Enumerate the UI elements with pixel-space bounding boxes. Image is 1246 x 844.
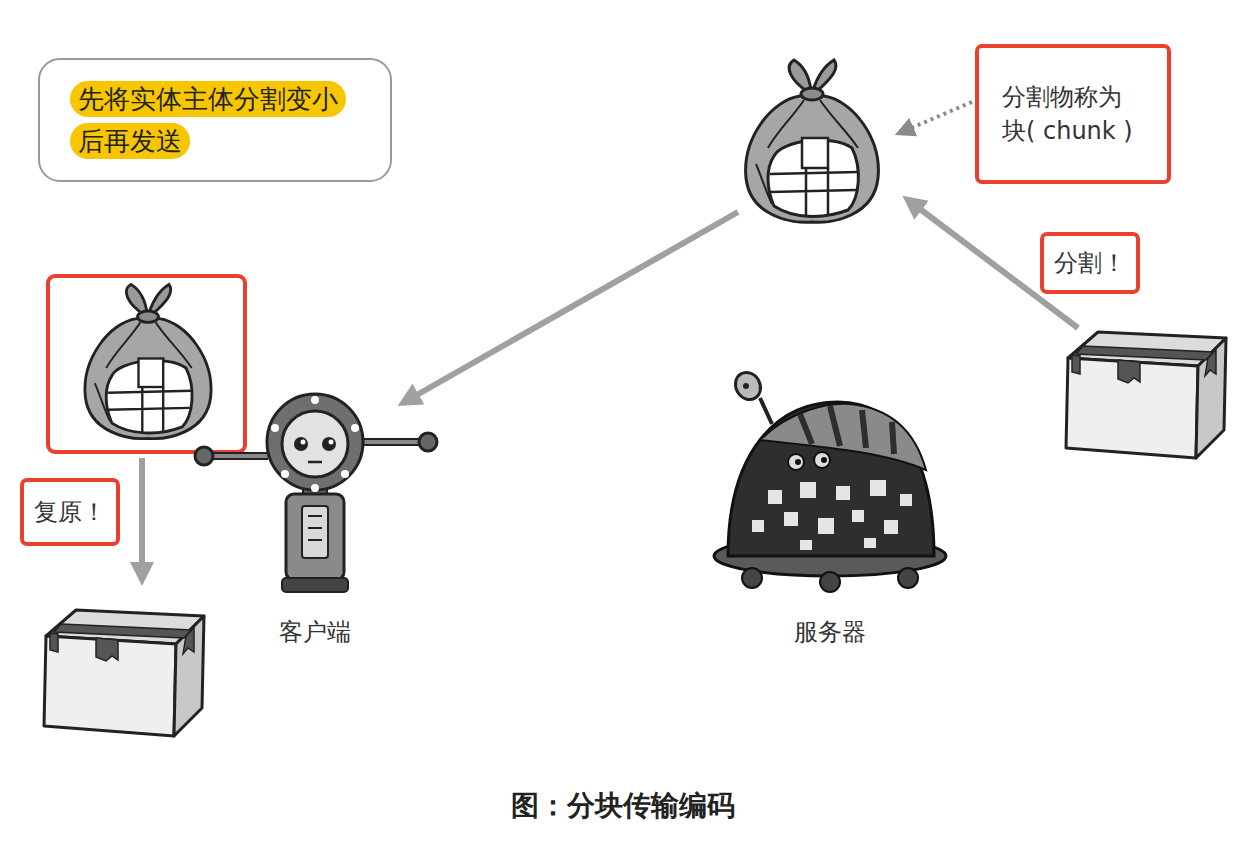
client-label: 客户端	[279, 616, 351, 648]
server-robot	[714, 368, 946, 592]
chunk-bundle	[85, 284, 211, 438]
callout-text: 先将实体主体分割变小 后再发送	[70, 78, 360, 162]
split-callout: 分割！	[1040, 232, 1140, 294]
figure-caption: 图：分块传输编码	[511, 787, 735, 825]
callout-text: 分割物称为 块( chunk )	[1002, 80, 1144, 148]
chunk-callout: 分割物称为 块( chunk )	[975, 44, 1171, 184]
restore-callout: 复原！	[20, 478, 120, 546]
entity-box	[44, 610, 204, 736]
chunk-bundle	[746, 60, 879, 222]
entity-box	[1066, 332, 1226, 458]
client-robot	[195, 394, 437, 592]
callout-text: 复原！	[34, 495, 106, 529]
highlight-frame	[48, 276, 245, 452]
server-label: 服务器	[794, 616, 866, 648]
callout-text: 分割！	[1054, 246, 1126, 280]
note-callout: 先将实体主体分割变小 后再发送	[38, 58, 392, 182]
